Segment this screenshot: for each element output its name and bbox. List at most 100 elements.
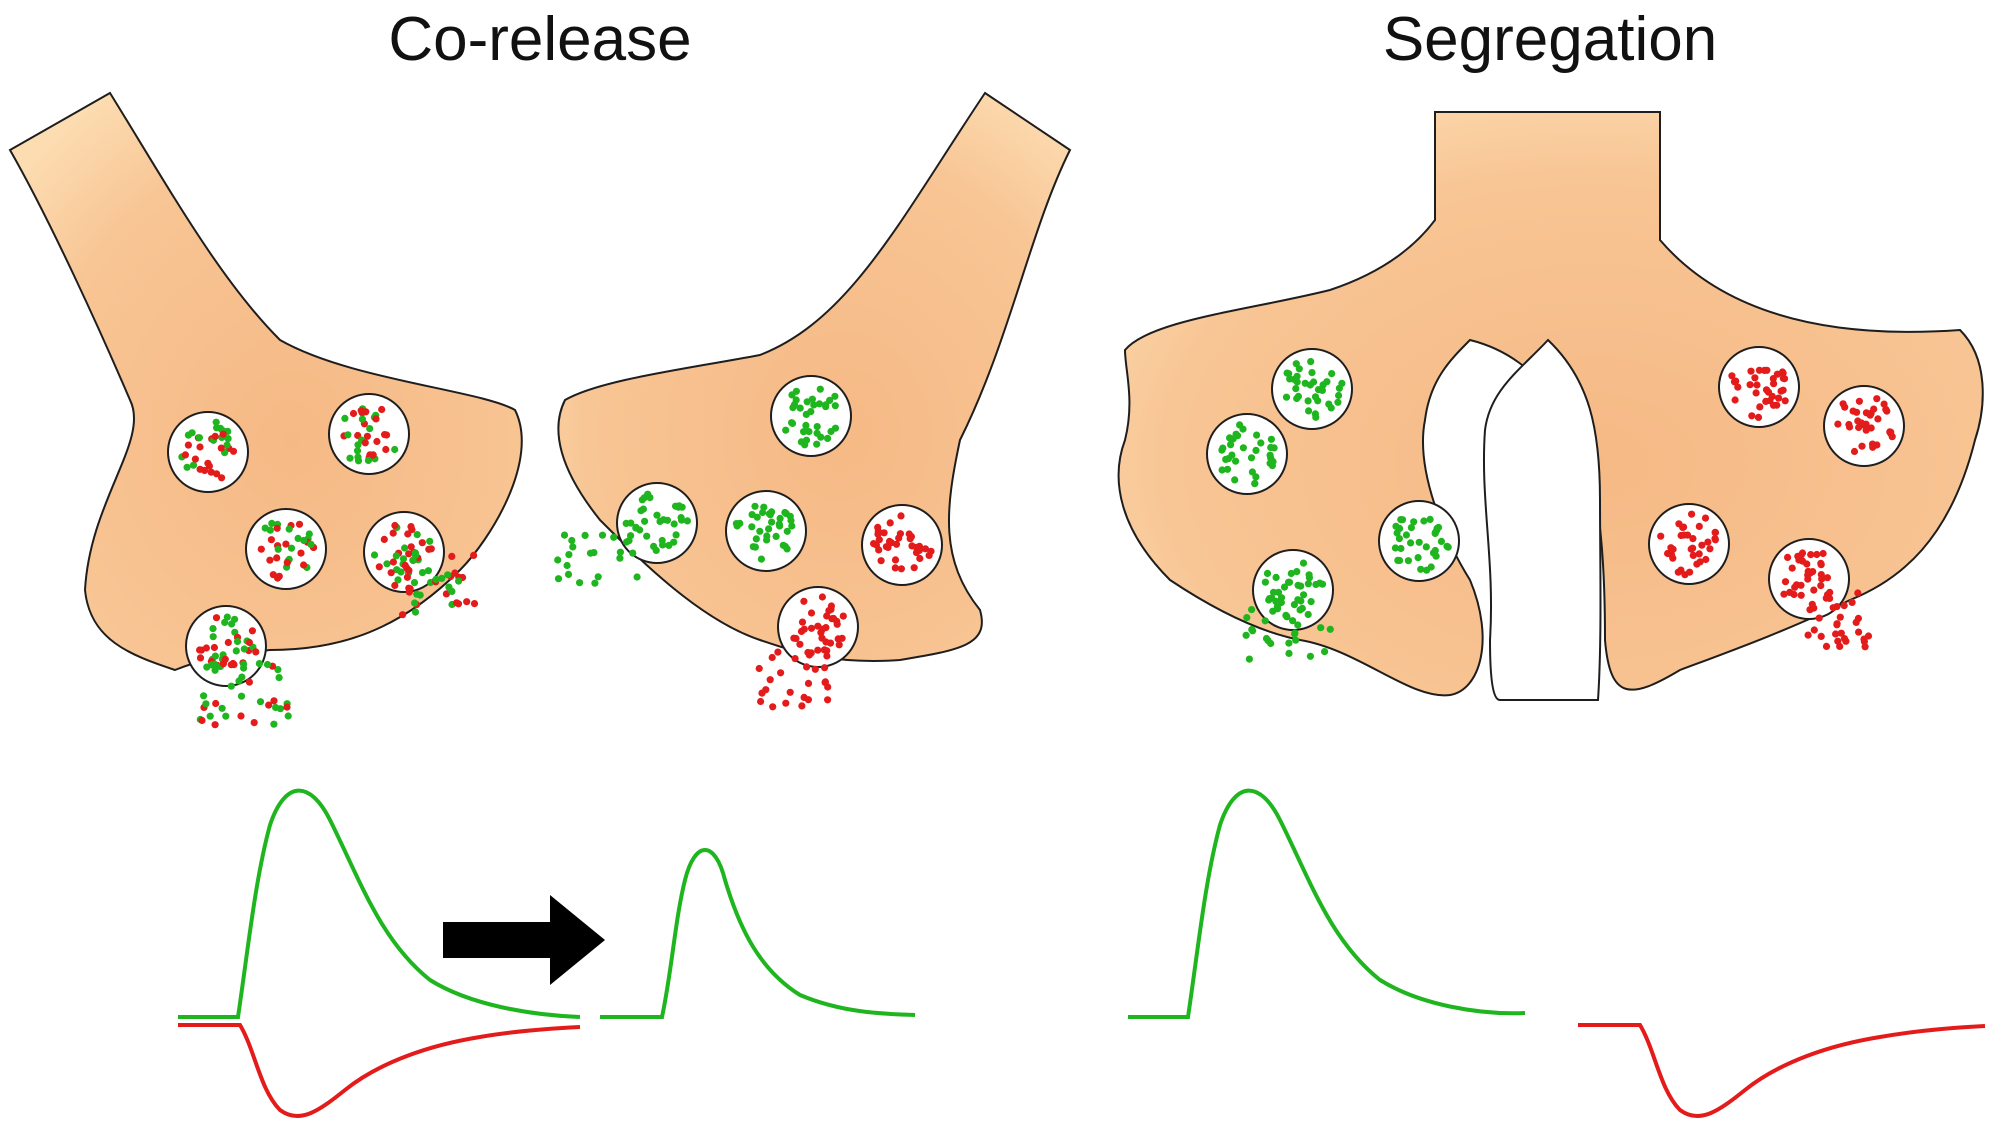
released-red-dot	[237, 712, 245, 720]
green-transmitter-dot	[1307, 358, 1315, 366]
red-transmitter-dot	[1794, 552, 1802, 560]
green-transmitter-dot	[1248, 468, 1256, 476]
red-transmitter-dot	[1817, 582, 1825, 590]
right-arrow-icon	[443, 895, 605, 985]
green-transmitter-dot	[772, 532, 780, 541]
green-transmitter-dot	[213, 424, 221, 432]
released-green-dot	[1261, 617, 1269, 625]
red-transmitter-dot	[1764, 388, 1773, 396]
released-green-dot	[1297, 597, 1305, 605]
green-transmitter-dot	[188, 429, 196, 437]
green-transmitter-dot	[1293, 568, 1301, 576]
green-transmitter-dot	[763, 532, 771, 540]
green-transmitter-dot	[803, 398, 811, 406]
red-transmitter-dot	[1882, 405, 1890, 413]
red-transmitter-dot	[1818, 575, 1826, 583]
released-red-dot	[1833, 603, 1841, 611]
green-transmitter-dot	[670, 538, 678, 546]
red-transmitter-dot	[1793, 581, 1801, 589]
released-green-dot	[238, 673, 246, 681]
red-transmitter-dot	[897, 565, 906, 573]
red-transmitter-dot	[1669, 554, 1677, 562]
released-green-dot	[202, 700, 210, 708]
green-transmitter-dot	[643, 492, 651, 500]
green-transmitter-dot	[813, 423, 821, 431]
green-transmitter-dot	[364, 456, 372, 465]
released-red-dot	[1840, 602, 1848, 610]
green-transmitter-dot	[358, 415, 366, 423]
red-transmitter-dot	[1807, 551, 1815, 559]
green-transmitter-dot	[1316, 579, 1324, 587]
red-transmitter-dot	[877, 557, 885, 565]
red-transmitter-dot	[389, 529, 397, 537]
red-transmitter-dot	[252, 648, 260, 656]
green-transmitter-dot	[268, 519, 276, 528]
released-red-dot	[401, 561, 409, 570]
red-transmitter-dot	[363, 432, 371, 440]
red-transmitter-dot	[807, 609, 816, 617]
released-green-dot	[581, 531, 589, 540]
green-transmitter-dot	[800, 428, 808, 436]
green-transmitter-dot	[653, 511, 661, 519]
released-red-dot	[470, 600, 479, 608]
red-transmitter-dot	[196, 443, 204, 451]
red-transmitter-dot	[357, 407, 365, 415]
green-transmitter-dot	[831, 402, 839, 410]
red-transmitter-dot	[191, 455, 199, 463]
red-transmitter-dot	[886, 519, 894, 527]
released-green-dot	[569, 543, 577, 551]
red-transmitter-dot	[273, 524, 281, 532]
released-transmitter-group	[196, 531, 1873, 729]
green-transmitter-dot	[831, 392, 839, 400]
green-transmitter-dot	[1267, 443, 1275, 452]
red-transmitter-dot	[1731, 396, 1739, 404]
green-transmitter-dot	[1391, 544, 1399, 552]
released-green-dot	[563, 561, 571, 570]
green-transmitter-dot	[670, 520, 678, 528]
red-transmitter-dot	[1773, 370, 1781, 378]
released-green-dot	[1317, 624, 1325, 632]
released-red-dot	[283, 703, 291, 711]
released-green-dot	[1243, 614, 1251, 622]
green-transmitter-dot	[782, 426, 790, 434]
red-transmitter-dot	[1817, 559, 1825, 568]
red-transmitter-dot	[835, 641, 843, 649]
red-transmitter-dot	[224, 638, 232, 647]
green-transmitter-dot	[1410, 518, 1418, 526]
green-transmitter-dot	[344, 431, 352, 439]
red-transmitter-dot	[1857, 419, 1866, 427]
green-transmitter-dot	[813, 429, 821, 437]
red-transmitter-dot	[196, 646, 204, 654]
green-transmitter-dot	[757, 555, 766, 563]
red-transmitter-dot	[1730, 378, 1739, 386]
released-red-dot	[448, 552, 456, 561]
green-transmitter-dot	[1422, 543, 1430, 551]
red-transmitter-dot	[1790, 590, 1798, 599]
green-transmitter-dot	[240, 645, 248, 653]
red-transmitter-dot	[905, 530, 913, 538]
green-transmitter-dot	[1232, 457, 1240, 465]
green-transmitter-dot	[1338, 379, 1346, 387]
green-transmitter-dot	[1404, 557, 1412, 565]
red-transmitter-dot	[1804, 571, 1812, 579]
vesicle-group	[167, 346, 1905, 687]
terminal-segregation	[1117, 111, 1984, 697]
red-transmitter-dot	[1753, 381, 1761, 389]
vesicle	[1206, 413, 1288, 495]
green-transmitter-dot	[370, 551, 379, 559]
green-transmitter-dot	[1239, 444, 1247, 452]
red-transmitter-dot	[300, 561, 308, 569]
red-transmitter-dot	[1669, 545, 1677, 553]
released-green-dot	[1285, 649, 1293, 658]
green-transmitter-dot	[776, 522, 784, 530]
released-green-dot	[208, 661, 216, 669]
released-red-dot	[1806, 606, 1814, 614]
green-transmitter-dot	[827, 427, 835, 436]
red-transmitter-dot	[1734, 383, 1742, 391]
red-transmitter-dot	[830, 614, 838, 623]
green-transmitter-dot	[824, 434, 832, 442]
green-transmitter-dot	[1305, 571, 1313, 579]
red-transmitter-dot	[196, 654, 205, 662]
released-red-dot	[1832, 630, 1840, 638]
released-red-dot	[758, 689, 766, 697]
